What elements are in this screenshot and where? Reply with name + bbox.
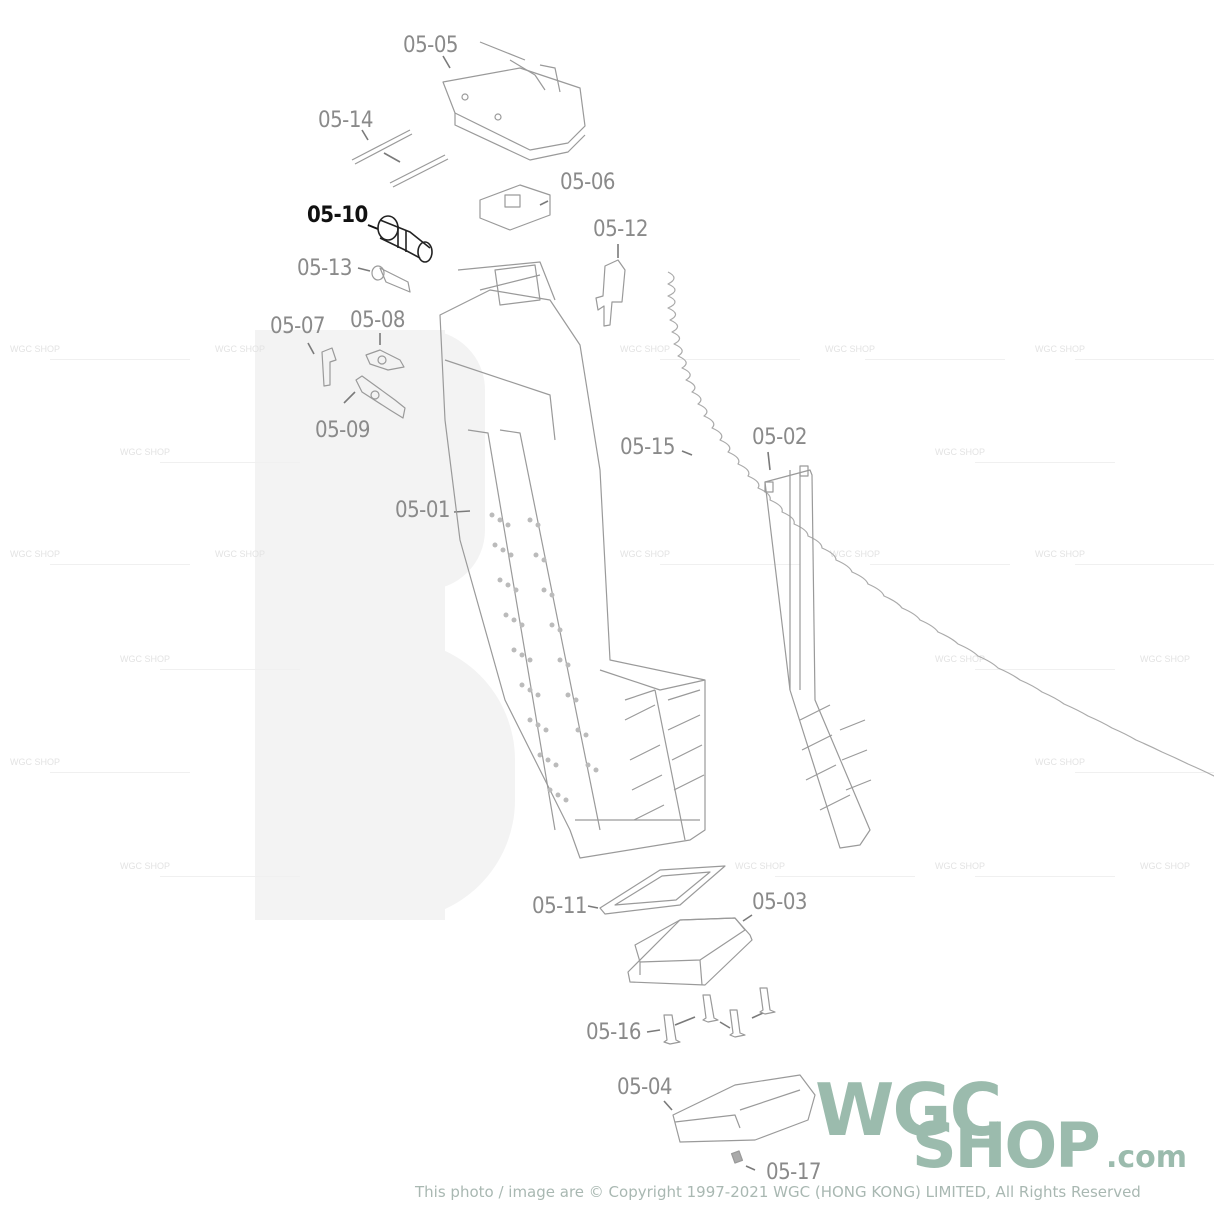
part-label-05-11: 05-11 [532,894,588,919]
part-label-05-10: 05-10 [307,203,368,228]
leader-lines [307,55,771,1171]
part-label-05-02: 05-02 [752,425,808,450]
watermark-logo: WGC SHOP [120,862,300,877]
watermark-logo: WGC SHOP [10,550,190,565]
part-05-06-seal [479,184,551,231]
watermark-logo: WGC SHOP [1035,550,1214,565]
watermark-logo: WGC SHOP [10,345,190,360]
part-05-07-latch [321,347,337,387]
watermark-logo: WGC SHOP [120,448,300,463]
part-label-05-16: 05-16 [586,1020,642,1045]
part-05-10-valve [377,215,433,263]
background-watermark-shape [255,330,485,590]
magazine-dot-pattern [489,512,599,803]
watermark-logo: WGC SHOP [215,344,266,354]
part-label-05-13: 05-13 [297,256,353,281]
watermark-logo: WGC SHOP [1035,345,1214,360]
part-label-05-03: 05-03 [752,890,808,915]
part-label-05-15: 05-15 [620,435,676,460]
logo-shop: SHOP [912,1109,1101,1182]
copyright-notice: This photo / image are © Copyright 1997-… [415,1183,1141,1201]
magazine-rib-pattern [624,689,705,821]
watermark-logo: WGC SHOP [825,345,1005,360]
part-05-01-magazine-body [439,261,706,859]
logo-wgc: WGC [815,1068,1002,1152]
part-05-11-gasket [599,865,726,915]
watermark-logo: WGC SHOP [620,550,800,565]
part-05-12-release [595,259,626,327]
part-05-15-spring [667,271,1214,777]
part-05-08-lever [365,349,405,371]
watermark-logo: WGC SHOP [1140,654,1191,664]
part-label-05-07: 05-07 [270,314,326,339]
part-label-05-12: 05-12 [593,217,649,242]
watermark-logo: WGC SHOP [10,758,190,773]
part-label-05-09: 05-09 [315,418,371,443]
part-label-05-01: 05-01 [395,498,451,523]
part-05-16-screws [663,987,776,1045]
watermark-logo: WGC SHOP [735,862,915,877]
watermark-logo: WGC SHOP [1035,758,1214,773]
part-label-05-14: 05-14 [318,108,374,133]
part-05-03-base-plate [627,917,753,986]
watermark-logo: WGC SHOP [935,448,1115,463]
watermark-logo: WGC SHOP [830,550,1010,565]
watermark-logo: WGC SHOP [120,655,300,670]
part-05-13-valve-stem [371,265,411,293]
part-label-05-08: 05-08 [350,308,406,333]
watermark-logo: WGC SHOP [620,345,800,360]
watermark-logo: WGC SHOP [935,655,1115,670]
part-label-05-04: 05-04 [617,1075,673,1100]
logo-dotcom: .com [1106,1140,1188,1175]
part-05-17-set-screw [730,1150,744,1164]
part-label-05-06: 05-06 [560,170,616,195]
part-05-14-pins [351,129,449,188]
part-label-05-17: 05-17 [766,1160,822,1185]
watermark-logo: WGC SHOP [215,549,266,559]
part-05-04-floor-plate [672,1074,816,1143]
part-05-09-lever [355,375,406,419]
watermark-logo: WGC SHOP [1140,861,1191,871]
watermark-logo: WGC SHOP [935,862,1115,877]
part-05-05-follower-housing [442,41,586,161]
part-05-02-inner-shell [764,465,872,849]
part-label-05-05: 05-05 [403,33,459,58]
background-watermark-shape [255,640,515,920]
